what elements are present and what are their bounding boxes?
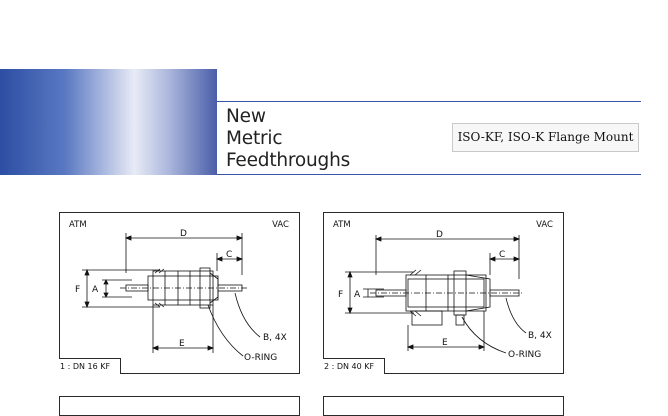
callout-b: B, 4X bbox=[528, 331, 552, 341]
dim-e: E bbox=[442, 338, 448, 348]
dim-e: E bbox=[179, 339, 185, 349]
title-line-3: Feedthroughs bbox=[226, 150, 351, 171]
dim-a: A bbox=[92, 285, 99, 295]
dim-d: D bbox=[180, 229, 187, 239]
dim-f: F bbox=[75, 285, 80, 295]
vac-label: VAC bbox=[536, 220, 553, 230]
diagram-panel-1: ATM VAC bbox=[59, 212, 300, 374]
atm-label: ATM bbox=[333, 220, 351, 230]
diagram-panel-4 bbox=[323, 396, 564, 416]
header-gradient-banner bbox=[0, 69, 217, 175]
feedthrough-drawing-1: D C F A E B, 4X O-RING bbox=[75, 229, 287, 363]
page-title: New Metric Feedthroughs bbox=[226, 106, 350, 172]
diagram-panel-3 bbox=[59, 396, 300, 416]
header-rule-bottom bbox=[217, 174, 641, 175]
feedthrough-drawing-2: D C F A E B, 4X O-RING bbox=[338, 230, 552, 360]
atm-label: ATM bbox=[69, 220, 87, 230]
dim-c: C bbox=[226, 250, 232, 260]
diagram-caption-1: 1 : DN 16 KF bbox=[59, 358, 122, 374]
callout-oring: O-RING bbox=[508, 350, 541, 360]
callout-b: B, 4X bbox=[263, 333, 287, 343]
flange-type-tag: ISO-KF, ISO-K Flange Mount bbox=[452, 123, 639, 152]
header-rule-top bbox=[217, 101, 641, 102]
dim-a: A bbox=[354, 290, 361, 300]
title-line-1: New bbox=[226, 106, 266, 127]
title-line-2: Metric bbox=[226, 128, 283, 149]
dim-c: C bbox=[499, 250, 505, 260]
diagram-caption-2: 2 : DN 40 KF bbox=[323, 358, 386, 374]
diagram-panel-2: ATM VAC bbox=[323, 212, 564, 374]
dim-d: D bbox=[436, 230, 443, 240]
callout-oring: O-RING bbox=[244, 353, 277, 363]
dim-f: F bbox=[338, 290, 343, 300]
vac-label: VAC bbox=[272, 220, 289, 230]
